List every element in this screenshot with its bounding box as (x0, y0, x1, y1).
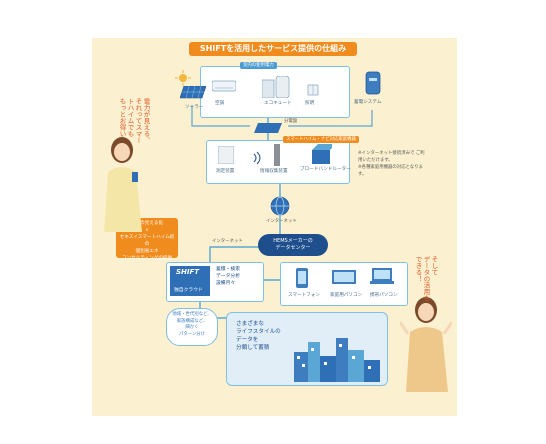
smartphone-icon (296, 268, 308, 292)
diagram-title: SHIFTを活用したサービス提供の仕組み (189, 42, 357, 56)
hems-data-center: HEMSメーカーの データセンター (258, 234, 328, 256)
meter-label-1: 測定装置 (216, 169, 235, 174)
cloud-logo-block (170, 266, 210, 296)
pattern-bubble-text: 地域・世代別など、 家族構成など、 細かく パターン分け (172, 312, 212, 337)
info-collector-icon (272, 144, 284, 170)
city-buildings-icon (294, 334, 382, 386)
smart-house-label: スマートハイム・ナビ対応家庭機器 (283, 136, 359, 143)
solar-panel-icon (179, 85, 207, 106)
distribution-board-icon (254, 118, 282, 137)
meter-device-icon (217, 145, 235, 168)
device-label-ac: 空調 (215, 101, 225, 106)
sun-icon (175, 70, 191, 90)
note-line-x: × (145, 228, 149, 233)
distribution-label: 分電盤 (284, 119, 298, 124)
device-label-light: 照明 (305, 101, 315, 106)
consulting-note-text: 電力の見える化 × セキスイスマートハイム初の 個別省エネ コンサルティングの提… (118, 220, 176, 262)
woman-right-illustration (398, 292, 454, 396)
display-label-1: スマートフォン (288, 293, 321, 298)
cloud-label: 独自クラウド (174, 288, 203, 293)
air-conditioner-icon (211, 78, 237, 97)
display-label-2: 家庭用パソコン (330, 293, 363, 298)
internet-label-2: インターネット (212, 239, 243, 244)
water-heater-icon (261, 75, 290, 102)
laptop-icon (370, 268, 394, 290)
meter-label-2: 情報収集装置 (260, 169, 288, 174)
note-line-1: 電力の見える化 (130, 221, 164, 226)
data-store-text: さまざまな ライフスタイルの データを 分類して蓄積 (236, 321, 281, 351)
appliance-box-label: 室内の使用電力 (240, 62, 277, 69)
display-label-3: 携帯パソコン (370, 293, 398, 298)
woman-left-illustration (96, 132, 152, 236)
internet-globe-icon (270, 196, 290, 220)
cloud-logo: SHIFT (176, 268, 200, 276)
signal-icon (252, 150, 266, 169)
internet-label: インターネット (266, 219, 297, 224)
note-line-3: 個別省エネ (135, 249, 159, 254)
note-line-2: セキスイスマートハイム初の (119, 235, 175, 247)
pattern-bubble (166, 308, 218, 346)
handwritten-note-right: そして データの活用も できる！ (414, 256, 438, 302)
device-label-solar: ソーラー (185, 105, 204, 110)
note-line-4: コンサルティングの提供 (121, 256, 173, 261)
device-label-ecocute: エコキュート (264, 101, 292, 106)
battery-icon (364, 70, 382, 100)
appliance-box (200, 66, 350, 118)
router-note: ※インターネット接続済みで ご利用いただけます。 ※各種家庭用機器の対応となりま… (358, 151, 425, 177)
handwritten-note-left: 電力が見える、 それってスマートハイムでも もっとお得い (118, 98, 150, 144)
device-label-storage: 蓄電システム (354, 100, 382, 105)
router-icon (310, 144, 336, 170)
light-icon (306, 82, 320, 101)
cloud-desc: 蓄積・検索 データ分析 設備月々 (216, 267, 240, 286)
home-pc-icon (332, 270, 356, 290)
meter-label-3: ブロードバンドルーター (300, 167, 351, 172)
